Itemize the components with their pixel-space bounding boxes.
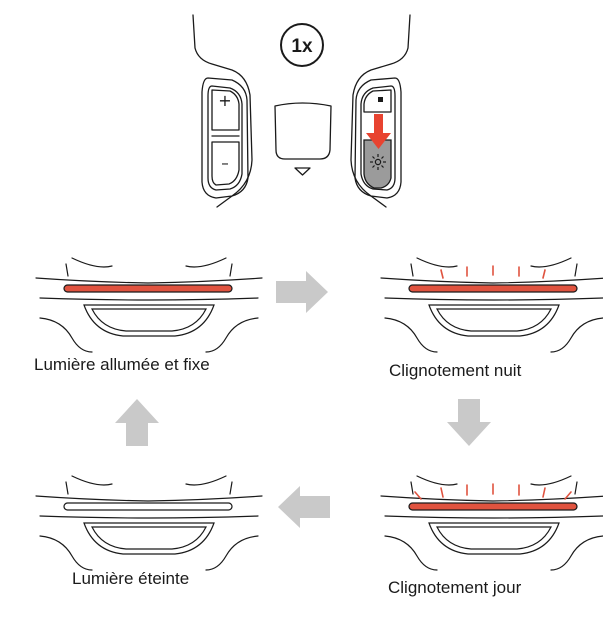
press-count-badge — [280, 23, 324, 67]
label-day-flash: Clignotement jour — [388, 578, 522, 597]
device-body-left-edge — [192, 14, 253, 208]
sun-icon — [370, 154, 386, 170]
right-pod-inner — [360, 85, 396, 191]
label-light-steady: Lumière allumée et fixe — [34, 355, 210, 374]
light-strip-flash-day — [408, 502, 578, 511]
panel-day-flash — [380, 475, 603, 571]
left-pod-inner — [207, 85, 243, 191]
flash-rays-night — [440, 265, 546, 279]
arrow-up-icon — [115, 399, 159, 446]
press-arrow-icon — [366, 114, 391, 149]
minus-symbol: – — [221, 154, 229, 172]
device-body-right-edge — [350, 14, 411, 208]
plus-button-outline — [211, 89, 240, 131]
panel-night-flash — [380, 257, 603, 353]
arrow-down-icon — [447, 399, 491, 446]
arrow-right-icon — [276, 271, 328, 313]
mode-button-outline — [363, 89, 392, 113]
label-night-flash: Clignotement nuit — [389, 361, 522, 380]
panel-light-steady — [35, 257, 263, 353]
label-light-off: Lumière éteinte — [72, 569, 190, 588]
light-strip-flash-night — [408, 284, 578, 293]
plus-symbol: + — [218, 91, 231, 110]
center-display[interactable] — [274, 102, 332, 160]
press-count-text: 1x — [291, 36, 313, 57]
right-pod-outer — [354, 77, 402, 199]
flash-rays-day — [414, 483, 572, 500]
arrow-left-icon — [278, 486, 330, 528]
panel-light-off — [35, 475, 263, 571]
mode-dot-icon — [378, 97, 383, 102]
light-strip-off — [63, 502, 233, 511]
light-strip-on — [63, 284, 233, 293]
minus-button-outline — [211, 141, 240, 186]
left-pod-outer — [201, 77, 249, 199]
triangle-down-icon — [294, 167, 311, 176]
device-illustration: 1x + – — [192, 14, 411, 208]
